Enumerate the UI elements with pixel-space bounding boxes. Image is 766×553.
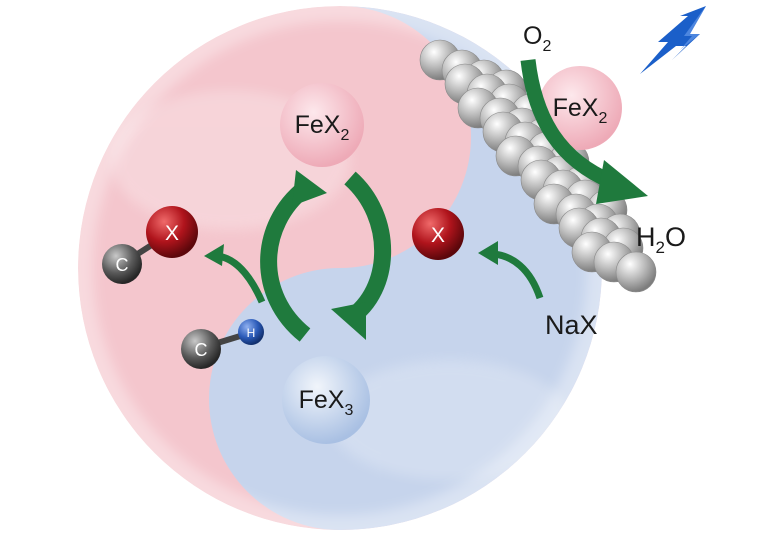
electrode-particle [615,251,657,293]
svg-text:X: X [431,224,445,247]
lightning-icon [640,6,706,74]
electrode-particles [419,39,657,293]
cycle-arrow-up [260,170,327,342]
halide-release-arrow [478,241,544,300]
svg-text:FeX2: FeX2 [553,94,608,127]
svg-text:FeX3: FeX3 [299,386,354,419]
halide-atom: X [412,208,464,260]
svg-text:C: C [195,340,208,360]
svg-text:H: H [247,326,256,340]
svg-text:X: X [165,222,179,245]
electrode-fex2-sphere: FeX2 [538,66,622,150]
nax-label: NaX [545,310,598,340]
svg-text:C: C [116,255,129,275]
product-cx-molecule: C X [102,206,198,284]
fex3-sphere: FeX3 [282,356,370,444]
h2o-label: H2O [636,222,686,257]
substrate-ch-molecule: C H [181,319,264,369]
svg-text:FeX2: FeX2 [295,111,350,144]
halogenation-arrow [204,244,266,304]
o2-label: O2 [523,22,551,55]
cycle-arrow-down [331,171,392,340]
oxygen-reduction-arrow [520,59,648,204]
fex2-sphere: FeX2 [280,83,364,167]
